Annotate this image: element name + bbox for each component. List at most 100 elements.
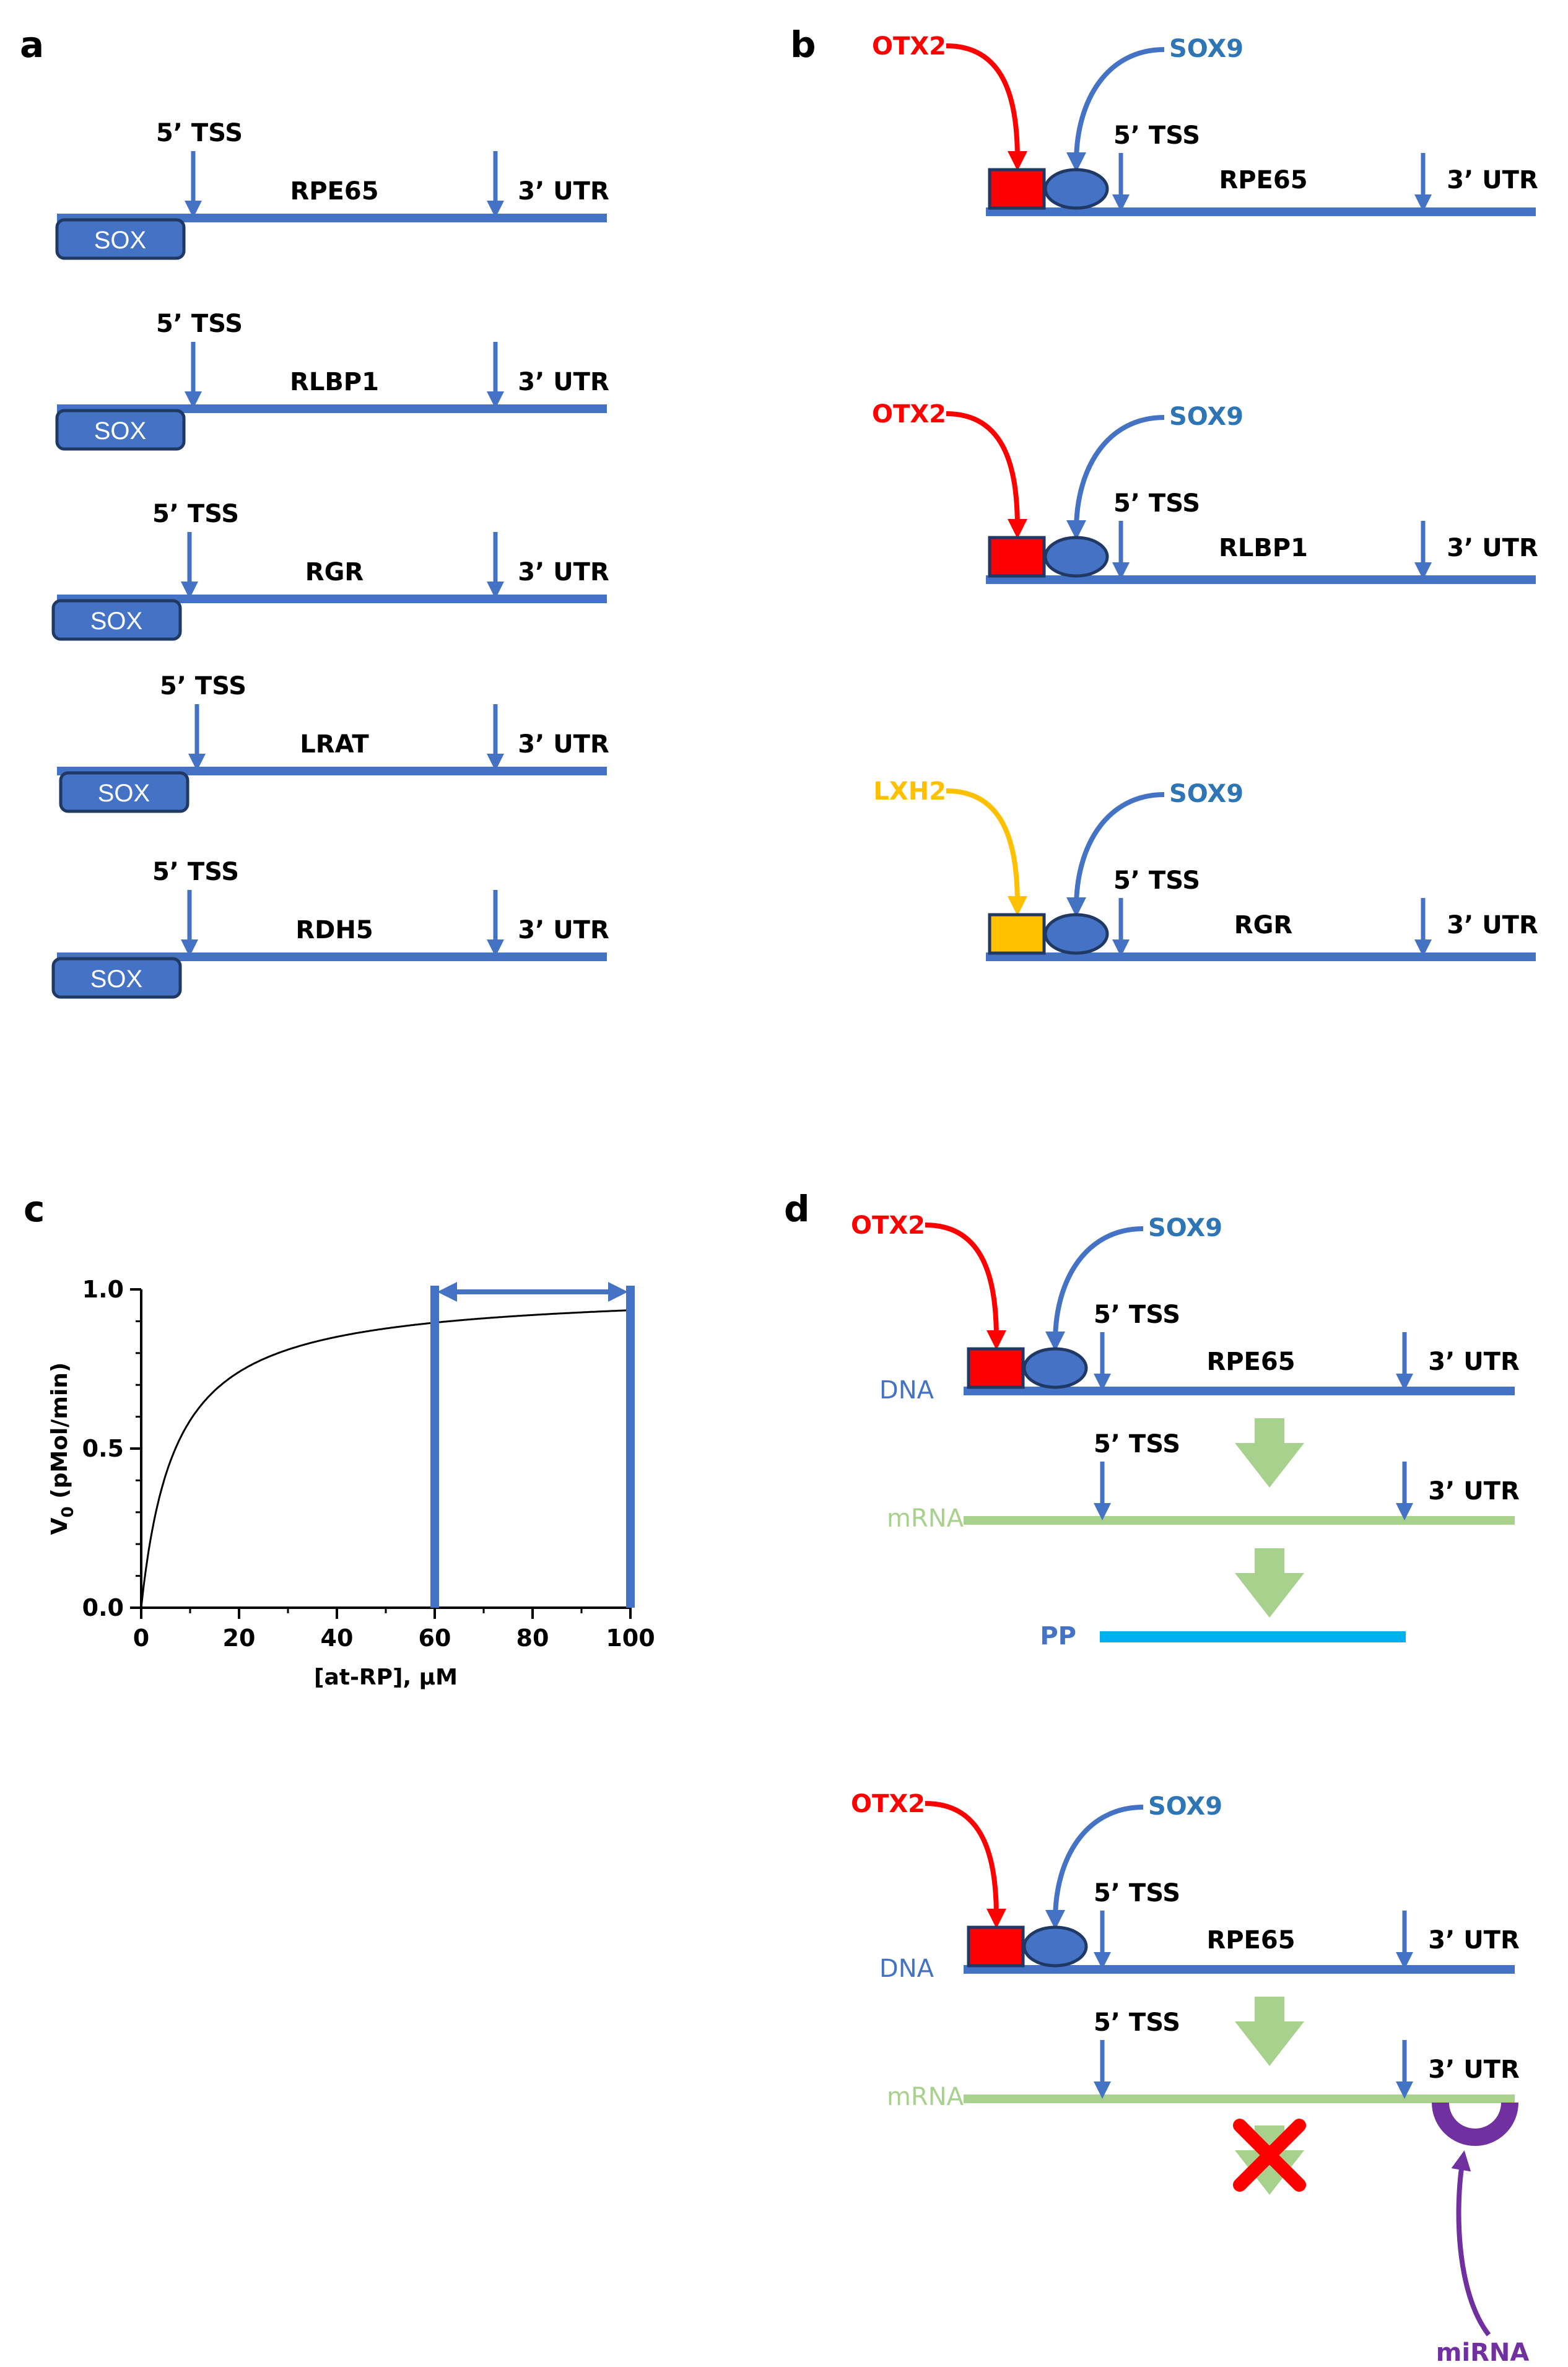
x-tick-label: 60	[419, 1624, 451, 1652]
mrna-label: mRNA	[887, 2083, 964, 2111]
partner-label: SOX9	[1169, 35, 1244, 63]
sox9-ellipse	[1043, 913, 1109, 955]
utr-label: 3’ UTR	[518, 558, 609, 586]
factor-arrow	[946, 43, 1027, 171]
utr-label: 3’ UTR	[518, 730, 609, 759]
series-line	[140, 1309, 631, 1608]
utr-label: 3’ UTR	[518, 368, 609, 396]
utr-label: 3’ UTR	[1428, 1926, 1520, 1955]
utr-label: 3’ UTR	[1428, 1477, 1520, 1506]
dna-label: DNA	[879, 1376, 934, 1405]
gene-name: RDH5	[295, 916, 373, 944]
y-axis-ticks: 0.0 0.5 1.0	[82, 1276, 141, 1621]
factor-arrow	[946, 411, 1027, 539]
tss-label: 5’ TSS	[1113, 866, 1200, 895]
tss-label: 5’ TSS	[1094, 1879, 1180, 1907]
panel-a-row-rgr: SOX 5’ TSS RGR 3’ UTR	[51, 500, 609, 641]
panel-b-letter: b	[790, 24, 816, 66]
protein-label: PP	[1040, 1622, 1076, 1650]
panel-a-row-rpe65: SOX 5’ TSS RPE65 3’ UTR	[55, 119, 609, 260]
partner-label: SOX9	[1148, 1214, 1222, 1242]
factor-arrow	[925, 1223, 1006, 1350]
y-axis-title-main: V	[47, 1517, 72, 1535]
tss-label: 5’ TSS	[160, 672, 246, 700]
y-tick-label: 1.0	[82, 1276, 124, 1303]
partner-label: SOX9	[1169, 403, 1244, 431]
factor-box	[988, 168, 1046, 210]
utr-label: 3’ UTR	[1447, 911, 1538, 939]
panel-d-mrna-bottom: mRNA 5’ TSS 3’ UTR	[887, 2008, 1520, 2111]
sox-box-label: SOX	[94, 227, 146, 254]
tss-label: 5’ TSS	[152, 858, 239, 886]
x-tick-label: 20	[223, 1624, 256, 1652]
sox-box-label: SOX	[94, 417, 146, 445]
sox-box-label: SOX	[90, 966, 142, 993]
factor-box	[988, 536, 1046, 578]
tss-label: 5’ TSS	[1113, 121, 1200, 150]
factor-box	[967, 1347, 1025, 1389]
tss-label: 5’ TSS	[156, 119, 243, 147]
sox9-ellipse	[1022, 1347, 1088, 1389]
tss-label: 5’ TSS	[1094, 2008, 1180, 2037]
panel-d-letter: d	[784, 1188, 810, 1230]
panel-a-row-lrat: SOX 5’ TSS LRAT 3’ UTR	[57, 672, 609, 813]
translation-arrow	[1235, 1548, 1304, 1618]
partner-arrow	[1045, 1226, 1144, 1351]
dna-label: DNA	[879, 1955, 934, 1983]
gene-name: RPE65	[1206, 1348, 1295, 1376]
utr-label: 3’ UTR	[1428, 2055, 1520, 2084]
gene-name: LRAT	[300, 730, 369, 759]
transcription-arrow-bottom	[1235, 1997, 1304, 2066]
sox-box-label: SOX	[90, 608, 142, 635]
tss-label: 5’ TSS	[1113, 489, 1200, 518]
factor-label: OTX2	[851, 1211, 925, 1240]
x-tick-label: 0	[133, 1624, 149, 1652]
x-tick-label: 40	[321, 1624, 354, 1652]
factor-label: OTX2	[872, 400, 946, 429]
mirna-label: miRNA	[1436, 2339, 1530, 2367]
sox9-ellipse	[1043, 168, 1109, 210]
y-axis-title-rest: (pMol/min)	[47, 1362, 72, 1507]
gene-name: RLBP1	[1219, 534, 1308, 562]
x-tick-label: 100	[606, 1624, 655, 1652]
tss-label: 5’ TSS	[152, 500, 239, 528]
y-axis-title-sub: 0	[59, 1506, 77, 1517]
partner-label: SOX9	[1169, 780, 1244, 808]
gene-name: RGR	[305, 558, 364, 586]
y-tick-label: 0.5	[82, 1435, 124, 1462]
sox9-ellipse	[1022, 1925, 1088, 1968]
panel-d-dna-top: OTX2 SOX9 5’ TSS RPE65 3’ UTR DNA	[851, 1211, 1520, 1405]
panel-a-rows: SOX 5’ TSS RPE65 3’ UTR SOX 5’ TSS RLBP1 3’ UTR…	[51, 119, 609, 999]
sox-box-label: SOX	[98, 780, 150, 807]
x-tick-label: 80	[516, 1624, 549, 1652]
utr-label: 3’ UTR	[518, 177, 609, 206]
gene-name: RPE65	[290, 177, 378, 206]
gene-name: RLBP1	[290, 368, 379, 396]
y-tick-label: 0.0	[82, 1594, 124, 1621]
factor-box	[988, 913, 1046, 955]
partner-arrow	[1066, 47, 1165, 172]
partner-label: SOX9	[1148, 1792, 1222, 1821]
sox-box	[59, 771, 189, 813]
highlight-range	[430, 1282, 635, 1608]
factor-arrow	[925, 1801, 1006, 1929]
x-axis-title: [at-RP], μM	[314, 1665, 458, 1690]
partner-arrow	[1066, 415, 1165, 540]
gene-name: RPE65	[1219, 166, 1307, 194]
sox9-ellipse	[1043, 536, 1109, 578]
utr-label: 3’ UTR	[1428, 1348, 1520, 1376]
sox-box	[51, 957, 182, 999]
tss-label: 5’ TSS	[156, 310, 243, 338]
partner-arrow	[1066, 792, 1165, 917]
tss-label: 5’ TSS	[1094, 1301, 1180, 1329]
